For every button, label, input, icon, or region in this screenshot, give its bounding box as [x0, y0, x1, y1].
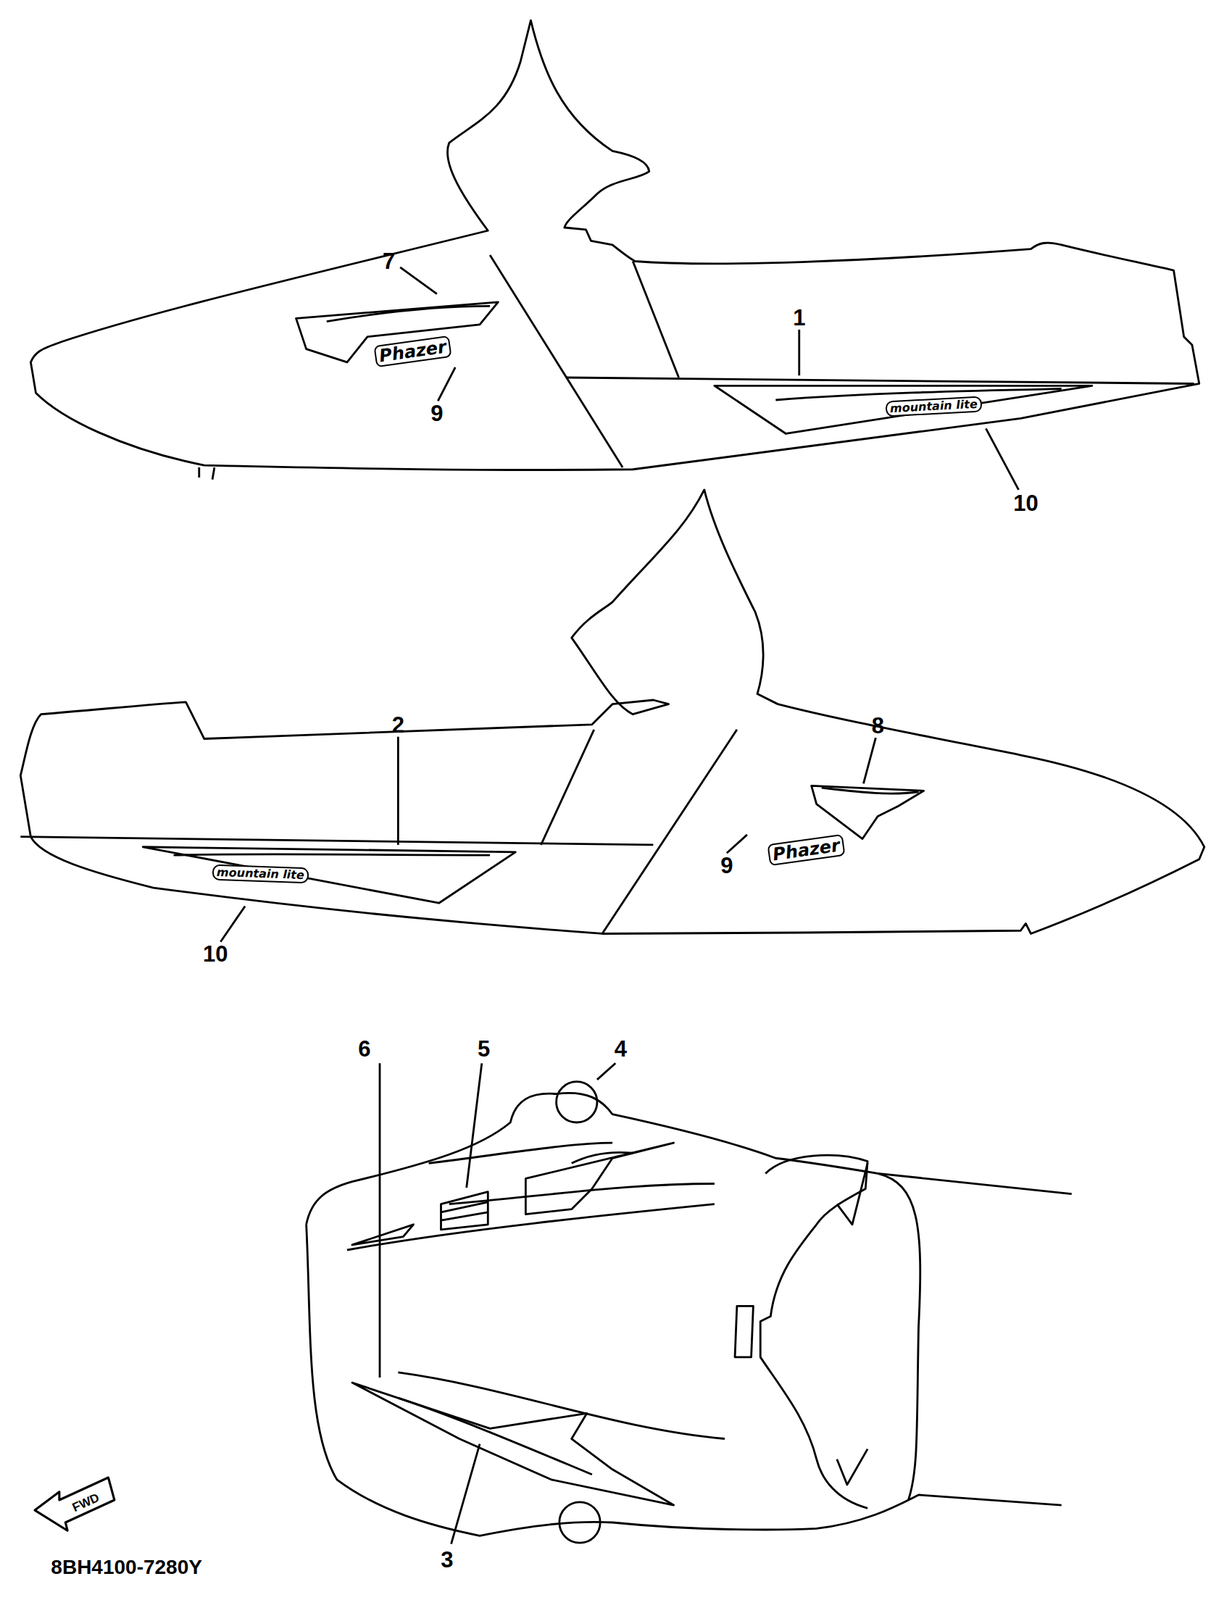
decal-lettering: Phazer — [373, 334, 452, 367]
callout-number: 3 — [440, 1548, 453, 1572]
callout-number: 6 — [358, 1037, 371, 1061]
decal-lettering: Phazer — [767, 834, 846, 867]
callout-number: 10 — [1013, 492, 1038, 515]
decal-lettering: mountain lite — [211, 863, 308, 884]
callout-number: 9 — [720, 854, 733, 877]
callout-number: 4 — [614, 1037, 627, 1061]
callout-number: 5 — [477, 1037, 490, 1061]
callout-number: 7 — [382, 250, 395, 273]
callout-number: 10 — [202, 942, 228, 966]
callout-number: 9 — [430, 402, 443, 425]
diagram-code: 8BH4100-7280Y — [50, 1557, 203, 1578]
forward-arrow-text: FWD — [70, 1491, 101, 1514]
decal-lettering: mountain lite — [885, 395, 983, 417]
callout-number: 2 — [392, 713, 405, 737]
callout-number: 8 — [871, 714, 885, 738]
callout-number: 1 — [792, 306, 806, 330]
